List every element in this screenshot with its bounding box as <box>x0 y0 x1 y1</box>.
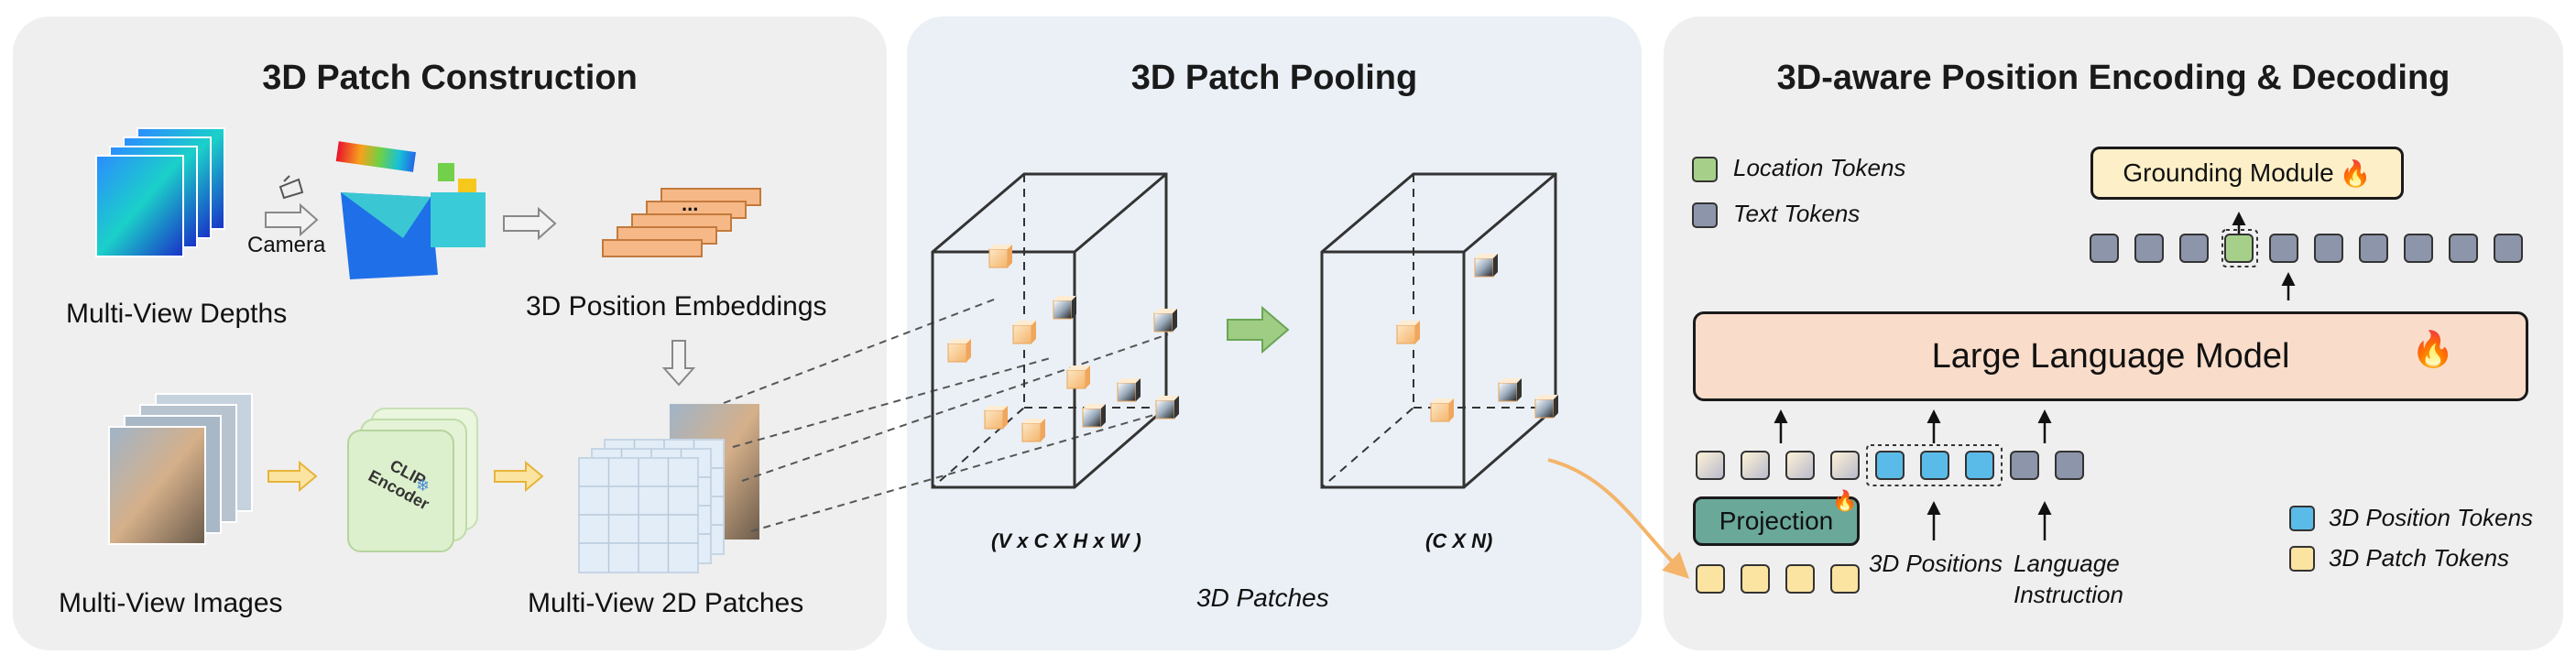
legend-location-label: Location Tokens <box>1733 154 1906 181</box>
patch-token <box>1741 564 1770 594</box>
voxel-cube <box>1117 378 1141 402</box>
patch-text-token <box>1830 451 1860 480</box>
text-token <box>2269 234 2298 263</box>
voxel-cube <box>1534 395 1558 419</box>
legend-text-label: Text Tokens <box>1733 200 1861 227</box>
llm-output-arrows <box>1774 212 2296 540</box>
voxel-cube <box>1396 321 1420 344</box>
text-token <box>2494 234 2523 263</box>
position-token <box>1920 451 1949 480</box>
voxel-cubes-right <box>1396 254 1558 422</box>
camera-label: Camera <box>247 233 326 257</box>
location-token <box>2224 234 2254 263</box>
text-token <box>2134 234 2164 263</box>
point-cloud <box>335 141 486 279</box>
legend-patch-label: 3D Patch Tokens <box>2329 544 2510 572</box>
fire-icon: 🔥 <box>1832 489 1858 512</box>
text-token <box>2314 234 2343 263</box>
voxel-cube <box>1155 396 1179 420</box>
patches-label: Multi-View 2D Patches <box>528 588 804 618</box>
legend-position-swatch <box>2289 506 2315 531</box>
patch-grid <box>578 457 699 573</box>
legend-location-swatch <box>1692 157 1718 182</box>
left-dims-label: (V x C X H x W ) <box>991 529 1141 552</box>
camera-icon <box>278 175 304 200</box>
clip-encoder <box>347 408 478 552</box>
instruction-label: Instruction <box>2014 581 2123 608</box>
voxel-cube <box>1053 296 1076 320</box>
text-token <box>2090 234 2119 263</box>
voxel-cube <box>1082 404 1106 428</box>
patch-token <box>1696 564 1725 594</box>
right-dims-label: (C X N) <box>1425 529 1493 552</box>
patch-text-token <box>1741 451 1770 480</box>
cube-right <box>1320 172 1557 489</box>
panel-title-pooling: 3D Patch Pooling <box>1130 59 1418 97</box>
positions-label: 3D Positions <box>1869 550 2003 577</box>
position-token <box>1965 451 1994 480</box>
output-token-row <box>2090 234 2523 263</box>
language-label: Language <box>2014 550 2120 577</box>
voxel-cube <box>1021 419 1045 442</box>
patch-token <box>1830 564 1860 594</box>
patch-text-token <box>1785 451 1815 480</box>
patches-caption: 3D Patches <box>1196 583 1329 612</box>
legend-patch-swatch <box>2289 546 2315 572</box>
large-language-model: Large Language Model <box>1693 311 2528 401</box>
voxel-cube <box>988 245 1012 268</box>
voxel-cube <box>1498 378 1522 402</box>
panel-title-encoding: 3D-aware Position Encoding & Decoding <box>1776 59 2450 97</box>
patch-text-token <box>1696 451 1725 480</box>
arrow-embed-down <box>661 340 696 387</box>
input-token-row <box>1696 451 2084 480</box>
cube-left <box>931 172 1168 489</box>
llm-label: Large Language Model <box>1931 336 2290 376</box>
text-token <box>2010 451 2039 480</box>
position-token <box>1875 451 1905 480</box>
arrow-clip-to-patches <box>494 460 544 493</box>
legend-text-swatch <box>1692 202 1718 228</box>
patch-token-row <box>1696 564 1860 594</box>
voxel-cube <box>1012 321 1036 344</box>
text-token <box>2179 234 2209 263</box>
voxel-cube <box>1474 254 1498 278</box>
depths-label: Multi-View Depths <box>66 299 288 329</box>
text-token <box>2055 451 2084 480</box>
voxel-cube <box>947 339 971 363</box>
image-stack <box>108 393 253 545</box>
patch-projection-lines <box>723 297 1169 532</box>
snowflake-icon: ❄ <box>416 476 431 495</box>
location-token-highlight <box>2221 229 2258 267</box>
depth-maps-stack <box>95 127 225 257</box>
arrow-patches-to-tokens <box>1547 458 1690 579</box>
legend-position-label: 3D Position Tokens <box>2329 504 2534 531</box>
voxel-cube <box>984 406 1008 430</box>
voxel-cube <box>1430 398 1454 422</box>
images-label: Multi-View Images <box>59 588 283 618</box>
projection-layer: Projection <box>1693 496 1860 546</box>
embedding-ellipsis: ... <box>682 192 699 215</box>
position-embedding-stack <box>602 188 761 257</box>
arrow-pool <box>1227 305 1290 354</box>
arrow-images-to-clip <box>267 460 318 493</box>
projection-label: Projection <box>1719 507 1834 535</box>
grounding-module-label: Grounding Module <box>2123 158 2334 187</box>
grounding-module: Grounding Module 🔥 <box>2090 147 2404 200</box>
patch-token <box>1785 564 1815 594</box>
voxel-cube <box>1066 365 1090 389</box>
text-token <box>2404 234 2433 263</box>
panel-title-construction: 3D Patch Construction <box>262 59 638 97</box>
voxel-cube <box>1153 309 1177 332</box>
voxel-cubes-left <box>947 245 1179 442</box>
position-token-group <box>1866 444 2003 486</box>
arrow-cloud-to-embed <box>503 206 557 241</box>
fire-icon: 🔥 <box>2411 331 2455 369</box>
text-token <box>2449 234 2478 263</box>
patch-grid-stack <box>578 402 761 573</box>
arrow-depth-to-cloud <box>265 202 319 237</box>
fire-icon: 🔥 <box>2339 158 2372 188</box>
text-token <box>2359 234 2388 263</box>
position-embeddings-label: 3D Position Embeddings <box>526 291 827 322</box>
